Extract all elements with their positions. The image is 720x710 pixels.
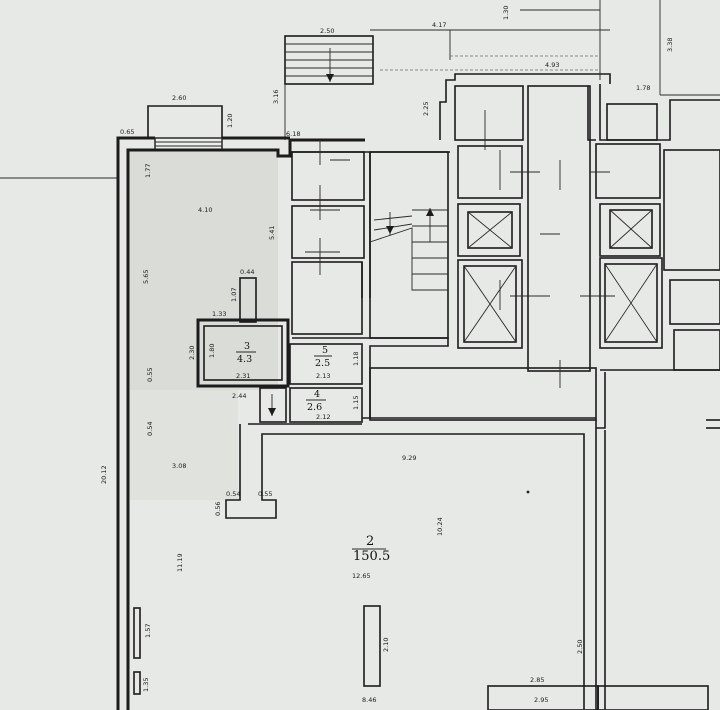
dim-20-12: 20.12 bbox=[100, 465, 108, 484]
dim-1-78: 1.78 bbox=[636, 84, 650, 92]
room-labels: 3 4.3 5 2.5 4 2.6 2 150.5 bbox=[236, 341, 390, 564]
dim-5-41: 5.41 bbox=[268, 226, 276, 240]
dim-2-44: 2.44 bbox=[232, 392, 246, 400]
dim-3-38: 3.38 bbox=[666, 38, 674, 52]
room-2-number: 2 bbox=[366, 534, 374, 549]
dim-2-31: 2.31 bbox=[236, 372, 250, 380]
dim-1-30: 1.30 bbox=[502, 6, 510, 20]
dim-0-44: 0.44 bbox=[240, 268, 254, 276]
dim-1-18: 1.18 bbox=[352, 352, 360, 366]
dim-2-95: 2.95 bbox=[534, 696, 548, 704]
dim-0-55-mid: 0.55 bbox=[258, 490, 272, 498]
room-4-area: 2.6 bbox=[307, 402, 322, 413]
dim-10-24: 10.24 bbox=[436, 517, 444, 536]
dim-2-25: 2.25 bbox=[422, 102, 430, 116]
room-4-number: 4 bbox=[314, 389, 320, 400]
dim-5-65: 5.65 bbox=[142, 270, 150, 284]
exterior-stair bbox=[284, 35, 374, 140]
dim-4-93: 4.93 bbox=[545, 61, 559, 69]
dim-1-33: 1.33 bbox=[212, 310, 226, 318]
dim-2-50-top: 2.50 bbox=[320, 27, 334, 35]
reference-lines bbox=[0, 0, 720, 179]
dim-9-29: 9.29 bbox=[402, 454, 416, 462]
dim-1-15: 1.15 bbox=[352, 396, 360, 410]
dim-8-46: 8.46 bbox=[362, 696, 376, 704]
dim-3-08: 3.08 bbox=[172, 462, 186, 470]
dimension-labels: 2.50 4.17 1.30 3.38 4.93 2.60 3.16 2.25 … bbox=[100, 6, 674, 704]
dim-1-77: 1.77 bbox=[144, 164, 152, 178]
dim-0-56: 0.56 bbox=[214, 502, 222, 516]
dim-11-19: 11.19 bbox=[176, 553, 184, 572]
dim-1-35: 1.35 bbox=[142, 678, 150, 692]
dim-3-16: 3.16 bbox=[272, 90, 280, 104]
dim-2-12: 2.12 bbox=[316, 413, 330, 421]
dim-2-30: 2.30 bbox=[188, 346, 196, 360]
dim-2-13: 2.13 bbox=[316, 372, 330, 380]
dim-2-85: 2.85 bbox=[530, 676, 544, 684]
dim-4-17: 4.17 bbox=[432, 21, 446, 29]
dim-1-80: 1.80 bbox=[208, 344, 216, 358]
small-rooms bbox=[196, 277, 363, 423]
room-2-area: 150.5 bbox=[353, 549, 390, 564]
dim-0-54-left: 0.54 bbox=[146, 422, 154, 436]
room-5-area: 2.5 bbox=[315, 358, 330, 369]
dim-0-55-left: 0.55 bbox=[146, 368, 154, 382]
room-5-number: 5 bbox=[322, 345, 328, 356]
dim-0-65: 0.65 bbox=[120, 128, 134, 136]
dim-12-65: 12.65 bbox=[352, 572, 371, 580]
dim-2-60: 2.60 bbox=[172, 94, 186, 102]
dim-6-18: 6.18 bbox=[286, 130, 300, 138]
dim-1-20: 1.20 bbox=[226, 114, 234, 128]
dim-1-57: 1.57 bbox=[144, 624, 152, 638]
core bbox=[454, 85, 591, 388]
dim-4-10: 4.10 bbox=[198, 206, 212, 214]
lower-corridor bbox=[292, 337, 597, 421]
room-3-number: 3 bbox=[244, 341, 250, 352]
right-wing bbox=[580, 84, 720, 710]
dim-2-50-right: 2.50 bbox=[576, 640, 584, 654]
dim-0-54-mid: 0.54 bbox=[226, 490, 240, 498]
interior-stair bbox=[369, 151, 449, 339]
main-hall bbox=[133, 423, 709, 710]
room-3-area: 4.3 bbox=[237, 354, 252, 365]
dim-1-07: 1.07 bbox=[230, 288, 238, 302]
dim-2-10: 2.10 bbox=[382, 638, 390, 652]
